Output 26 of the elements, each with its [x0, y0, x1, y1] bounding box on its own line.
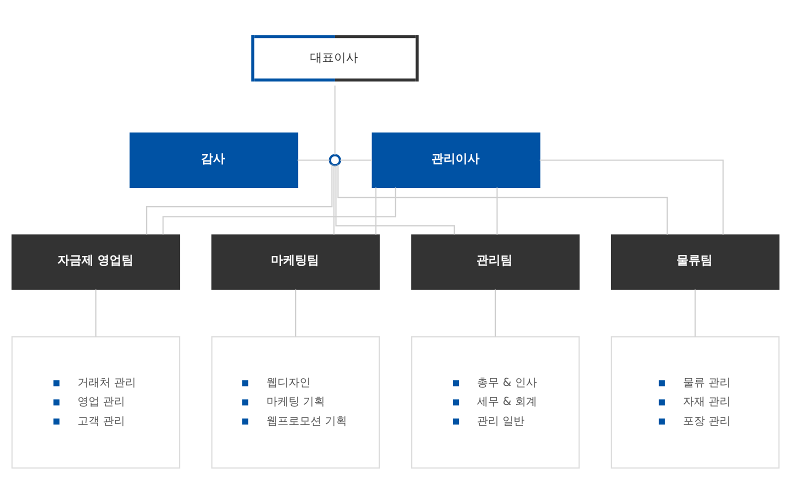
- connector: [494, 289, 496, 336]
- node-box: 감사: [130, 132, 298, 188]
- node-box: 웹디자인 마케팅 기획 웹프로모션 기획: [211, 336, 380, 468]
- node-box: 거래처 관리 영업 관리 고객 관리: [11, 336, 180, 468]
- connector: [298, 159, 330, 160]
- connector: [333, 164, 335, 234]
- node-box: 총무 & 인사 세무 & 회계 관리 일반: [411, 336, 580, 468]
- node-box: 관리팀: [411, 234, 580, 290]
- connector: [95, 289, 96, 336]
- node-box: 관리이사: [372, 132, 540, 188]
- connector: [540, 159, 724, 234]
- connector: [694, 289, 696, 336]
- connector: [337, 164, 668, 234]
- node-box: 물류팀: [610, 234, 780, 290]
- connector: [340, 159, 372, 160]
- node-box: 자금제 영업팀: [12, 234, 180, 290]
- connector: [162, 186, 396, 234]
- node-circle: [328, 154, 342, 166]
- connector: [334, 85, 336, 154]
- connector: [146, 164, 333, 234]
- connector: [335, 164, 455, 234]
- connector: [295, 289, 296, 336]
- connector: [375, 187, 376, 234]
- node-box: 물류 관리 자재 관리 포장 관리: [610, 336, 780, 468]
- connector: [496, 187, 498, 234]
- node-box: 마케팅팀: [211, 234, 380, 290]
